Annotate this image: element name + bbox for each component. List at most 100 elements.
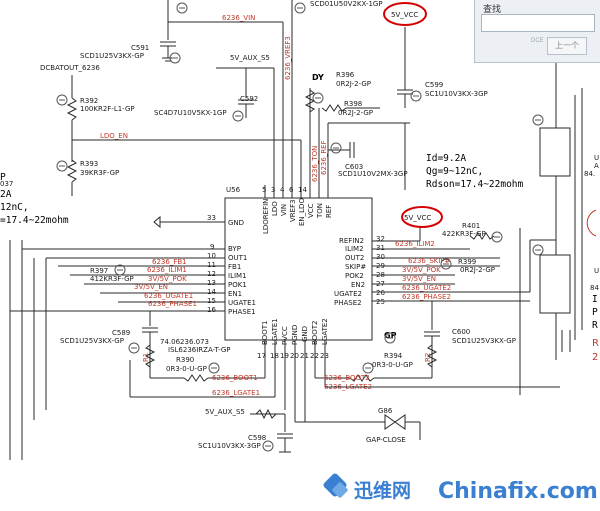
- net-pok-right: 3V/5V_POK: [402, 266, 441, 274]
- note-left-rdson: =17.4~22mohm: [0, 215, 69, 226]
- pin-num-32: 32: [376, 235, 385, 243]
- pin-ilim1: ILIM1: [228, 272, 247, 280]
- r399-ref: R399: [458, 258, 476, 266]
- ic-ref: U56: [226, 186, 241, 194]
- watermark-site: Chinafix.com: [438, 479, 598, 504]
- c600-ref: C600: [452, 328, 470, 336]
- net-r2: R2: [424, 353, 432, 362]
- net-pok-left: 3V/5V_POK: [148, 275, 187, 283]
- net-ldo-en: LDO_EN: [100, 132, 128, 140]
- ic-top-pins: LDOREFIN LDO VIN VREF3 EN_LDO VCC TON RE…: [262, 185, 333, 234]
- pin-pok1: POK1: [228, 281, 247, 289]
- net-6236-lgate1: 6236_LGATE1: [212, 389, 260, 397]
- net-6236-ilim2: 6236_ILIM2: [395, 240, 435, 248]
- ground-icon: [232, 110, 244, 122]
- watermark-logo: 迅维网 Chinafix.com: [320, 470, 600, 511]
- d1-value: SCD01U50V2KX-1GP: [310, 0, 383, 8]
- r390-value: 0R3-0-U-GP: [166, 365, 207, 373]
- gap-close-label: GAP-CLOSE: [366, 436, 406, 444]
- c589-value: SCD1U25V3KX-GP: [60, 337, 124, 345]
- pin-refin2: REFIN2: [339, 237, 364, 245]
- r390-ref: R390: [176, 356, 194, 364]
- pin-gnd: GND: [228, 219, 244, 227]
- pin-num-31: 31: [376, 244, 385, 252]
- ground-icon: [532, 244, 544, 256]
- mosfet-bot-q: P: [592, 307, 598, 318]
- note-left-qg: 12nC,: [0, 202, 29, 213]
- mosfet-top-part: 84.: [584, 170, 595, 178]
- dy-marker: DY: [312, 73, 324, 82]
- net-en-left: 3V/5V_EN: [134, 283, 168, 291]
- net-6236-ref: 6236_REF: [320, 140, 328, 175]
- ic-left-pins: GND 33 BYP OUT1 FB1 ILIM1 POK1 EN1 UGATE…: [195, 214, 256, 316]
- find-hint: DCE: [531, 38, 544, 44]
- find-prev-button[interactable]: 上一个: [547, 37, 587, 55]
- pin-num-13: 13: [207, 279, 216, 287]
- mosfet-top-ref: U: [594, 154, 599, 162]
- c591-value: SCD1U25V3KX-GP: [80, 52, 144, 60]
- net-5v-aux-bottom: 5V_AUX_S5: [205, 408, 245, 416]
- c591-ref: C591: [131, 44, 149, 52]
- net-ugate2: 6236_UGATE2: [402, 284, 451, 292]
- note-left-p: P: [0, 172, 6, 183]
- pin-ton: TON: [316, 203, 324, 219]
- bottom-wiring: 5V_AUX_S5 C598 SC1U10V3KX-3GP G86 GAP-CL…: [198, 360, 421, 453]
- watermark-icon: [323, 473, 348, 498]
- r397-ref: R397: [90, 267, 108, 275]
- pin-num-10: 10: [207, 252, 216, 260]
- c592-ref: C592: [240, 95, 258, 103]
- c599-value: SC1U10V3KX-3GP: [425, 90, 488, 98]
- note-id: Id=9.2A: [426, 153, 466, 164]
- net-6236-vref3: 6236_VREF3: [284, 36, 292, 80]
- note-left-037: 037: [0, 180, 13, 188]
- pin-phase1: PHASE1: [228, 308, 256, 316]
- right-wiring: 6236_ILIM2 R401 422KR3F-GP 6236_SKIP# R3…: [315, 60, 599, 395]
- pin-num-25: 25: [376, 298, 385, 306]
- pin-num-12: 12: [207, 270, 216, 278]
- ground-icon: [56, 94, 68, 106]
- r392-value: 100KR2F-L1-GP: [80, 105, 135, 113]
- r396-ref: R396: [336, 71, 355, 79]
- ground-icon: [532, 114, 544, 126]
- ground-icon: [330, 142, 342, 154]
- pin-num-4: 4: [280, 186, 285, 194]
- r394-ref: R394: [384, 352, 403, 360]
- mosfet-bot-part: 84: [590, 284, 599, 292]
- pin-gnd2: GND: [301, 326, 309, 342]
- ic-name: ISL6236IRZA-T-GP: [168, 346, 231, 354]
- net-5v-vcc-top: 5V_VCC: [391, 11, 418, 19]
- note-left-id: 2A: [0, 189, 12, 200]
- pin-num-30: 30: [376, 253, 385, 261]
- pin-pvcc: PVCC: [281, 326, 289, 345]
- pin-vcc: VCC: [307, 203, 315, 218]
- find-dialog-title: 查找: [483, 4, 502, 14]
- r392-ref: R392: [80, 97, 98, 105]
- find-input[interactable]: [481, 14, 595, 32]
- ground-icon: [56, 160, 68, 172]
- pin-phase2: PHASE2: [334, 299, 362, 307]
- net-6236-phase1: 6236_PHASE1: [148, 300, 197, 308]
- r398-ref: R398: [344, 100, 362, 108]
- highlight-circle-top: [383, 2, 427, 26]
- net-phase2: 6236_PHASE2: [402, 293, 451, 301]
- pin-lgate2: LGATE2: [321, 318, 329, 345]
- r396-value: 0R2J-2-GP: [336, 80, 371, 88]
- r401-value: 422KR3F-GP: [442, 230, 486, 238]
- mosfet-red-2: 2: [592, 352, 598, 363]
- ic-right-pins: REFIN2 ILIM2 OUT2 SKIP# POK2 EN2 UGATE2 …: [334, 235, 385, 307]
- pin-boot1: BOOT1: [261, 321, 269, 345]
- c603-ref: C603: [345, 163, 363, 171]
- pin-ref: REF: [325, 205, 333, 218]
- c600-value: SCD1U25V3KX-GP: [452, 337, 516, 345]
- pin-num-5: 5: [262, 186, 266, 194]
- ground-icon: [294, 2, 306, 14]
- r399-value: 0R2J-2-GP: [460, 266, 495, 274]
- pin-num-9: 9: [210, 243, 214, 251]
- r401-ref: R401: [462, 222, 480, 230]
- ic-body: [224, 197, 373, 341]
- net-r1: R1: [142, 353, 150, 362]
- mosfet-bot-ref: U: [594, 267, 599, 275]
- c603-value: SCD1U10V2MX-3GP: [338, 170, 408, 178]
- c592-value: SC4D7U10V5KX-1GP: [154, 109, 227, 117]
- net-5v-vcc-mid: 5V_VCC: [404, 214, 431, 222]
